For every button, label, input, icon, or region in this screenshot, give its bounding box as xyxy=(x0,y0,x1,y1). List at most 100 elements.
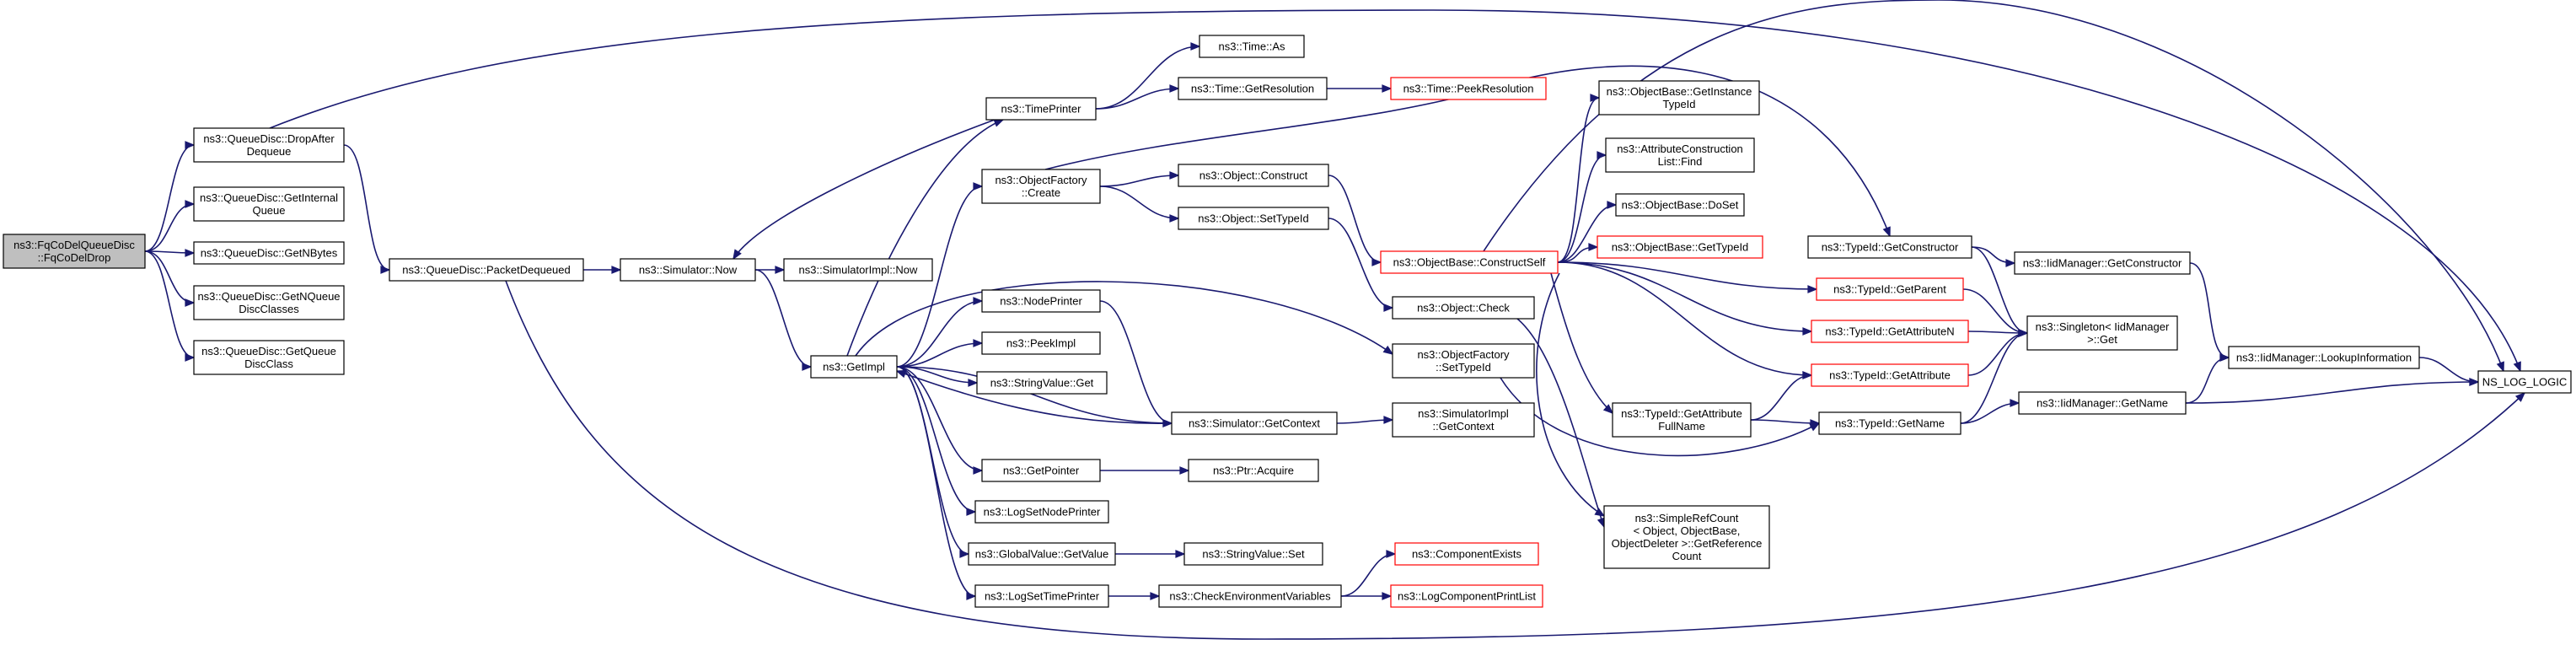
graph-node-typeidgetattrn[interactable]: ns3::TypeId::GetAttributeN xyxy=(1811,320,1969,343)
graph-node-label: ns3::GetImpl xyxy=(823,361,885,374)
graph-node-constructself[interactable]: ns3::ObjectBase::ConstructSelf xyxy=(1380,250,1559,274)
graph-node-objsettypeid[interactable]: ns3::Object::SetTypeId xyxy=(1178,207,1329,230)
call-edge-simgetcontext-to-getimpl xyxy=(895,369,1173,424)
graph-node-box xyxy=(981,289,1101,313)
graph-node-box xyxy=(1818,411,1962,435)
graph-node-timeas[interactable]: ns3::Time::As xyxy=(1199,35,1305,58)
graph-node-stringvalueget[interactable]: ns3::StringValue::Get xyxy=(976,371,1108,395)
graph-node-label: ns3::TypeId::GetConstructor xyxy=(1822,241,1959,254)
graph-node-stringvalueset[interactable]: ns3::StringValue::Set xyxy=(1183,542,1323,566)
graph-node-compexists[interactable]: ns3::ComponentExists xyxy=(1394,542,1539,566)
graph-node-label: NS_LOG_LOGIC xyxy=(2482,376,2567,389)
graph-node-label: Queue xyxy=(252,204,285,217)
graph-node-label: ns3::Time::PeekResolution xyxy=(1403,83,1534,95)
graph-node-simnow[interactable]: ns3::Simulator::Now xyxy=(620,258,756,282)
graph-node-label: ns3::Object::SetTypeId xyxy=(1198,212,1309,225)
graph-node-label: ns3::SimpleRefCount xyxy=(1635,512,1739,524)
graph-node-box xyxy=(981,331,1101,355)
call-edge-gvgetvalue-to-stringvalueset xyxy=(1115,550,1186,558)
graph-node-box xyxy=(1603,505,1770,569)
graph-node-box xyxy=(193,340,345,375)
graph-node-label: ns3::QueueDisc::PacketDequeued xyxy=(402,264,570,277)
graph-node-singletonget[interactable]: ns3::Singleton< IidManager>::Get xyxy=(2026,315,2178,351)
graph-node-simimplgetctx[interactable]: ns3::SimulatorImpl::GetContext xyxy=(1392,402,1535,438)
graph-node-box xyxy=(1199,35,1305,58)
graph-node-box xyxy=(1171,411,1338,435)
call-edge-ofcreate-to-objconstruct xyxy=(1099,171,1180,187)
graph-node-checkenv[interactable]: ns3::CheckEnvironmentVariables xyxy=(1158,584,1342,608)
graph-node-label: ns3::ObjectBase::GetTypeId xyxy=(1612,241,1749,254)
call-edge-constructself-to-objbasedoset xyxy=(1557,201,1618,263)
graph-node-box xyxy=(193,241,345,265)
call-edge-getimpl-to-logsetnodeprinter xyxy=(896,366,977,516)
graph-node-iidgetname[interactable]: ns3::IidManager::GetName xyxy=(2018,391,2187,415)
graph-node-iidlookup[interactable]: ns3::IidManager::LookupInformation xyxy=(2228,346,2420,369)
graph-node-box xyxy=(1390,584,1543,608)
graph-node-box xyxy=(1392,296,1535,320)
graph-node-label: ns3::LogSetNodePrinter xyxy=(984,506,1101,519)
graph-node-logcompprint[interactable]: ns3::LogComponentPrintList xyxy=(1390,584,1543,608)
graph-node-packetdequeued[interactable]: ns3::QueueDisc::PacketDequeued xyxy=(389,258,584,282)
graph-node-box xyxy=(1392,402,1535,438)
graph-node-typeidgetparent[interactable]: ns3::TypeId::GetParent xyxy=(1816,277,1964,301)
graph-node-label: ns3::QueueDisc::GetNBytes xyxy=(201,247,338,260)
graph-node-typeidgetattr[interactable]: ns3::TypeId::GetAttribute xyxy=(1811,363,1969,387)
graph-node-typeidgetconstructor[interactable]: ns3::TypeId::GetConstructor xyxy=(1807,235,1972,259)
graph-node-nodeprinter[interactable]: ns3::NodePrinter xyxy=(981,289,1101,313)
call-edge-typeidgetconstructor-to-iidgetconstructor xyxy=(1971,246,2016,267)
graph-node-timeprinter[interactable]: ns3::TimePrinter xyxy=(985,97,1097,121)
graph-node-box xyxy=(389,258,584,282)
call-edge-typeidgetparent-to-singletonget xyxy=(1962,288,2029,337)
graph-node-ofsettypeid[interactable]: ns3::ObjectFactory::SetTypeId xyxy=(1392,343,1535,379)
graph-node-nslog[interactable]: NS_LOG_LOGIC xyxy=(2477,370,2572,394)
call-edge-dropafter-to-packetdequeued xyxy=(343,144,391,274)
graph-node-box xyxy=(974,500,1109,524)
graph-node-label: ns3::IidManager::LookupInformation xyxy=(2236,352,2412,364)
graph-node-ptracquire[interactable]: ns3::Ptr::Acquire xyxy=(1188,459,1319,482)
graph-node-label: ns3::FqCoDelQueueDisc xyxy=(13,239,135,251)
graph-node-label: ns3::ObjectBase::ConstructSelf xyxy=(1393,256,1546,269)
graph-node-label: ns3::Ptr::Acquire xyxy=(1213,465,1294,477)
graph-node-typeidgetname[interactable]: ns3::TypeId::GetName xyxy=(1818,411,1962,435)
graph-node-box xyxy=(1811,320,1969,343)
graph-node-root[interactable]: ns3::FqCoDelQueueDisc::FqCoDelDrop xyxy=(3,234,146,269)
graph-node-timegetres[interactable]: ns3::Time::GetResolution xyxy=(1178,77,1328,100)
graph-node-iidgetconstructor[interactable]: ns3::IidManager::GetConstructor xyxy=(2014,251,2191,275)
graph-node-getpointer[interactable]: ns3::GetPointer xyxy=(981,459,1101,482)
graph-node-ofcreate[interactable]: ns3::ObjectFactory::Create xyxy=(981,169,1101,204)
graph-node-getimpl[interactable]: ns3::GetImpl xyxy=(810,355,898,379)
graph-node-objbasedoset[interactable]: ns3::ObjectBase::DoSet xyxy=(1615,193,1745,217)
graph-node-label: Count xyxy=(1672,550,1702,562)
call-edge-ofcreate-to-objsettypeid xyxy=(1099,185,1180,223)
graph-node-logsetnodeprinter[interactable]: ns3::LogSetNodePrinter xyxy=(974,500,1109,524)
call-edge-simnow-to-simimplnow xyxy=(754,266,786,274)
graph-node-simimplnow[interactable]: ns3::SimulatorImpl::Now xyxy=(783,258,933,282)
graph-node-getnbytes[interactable]: ns3::QueueDisc::GetNBytes xyxy=(193,241,345,265)
graph-node-label: ObjectDeleter >::GetReference xyxy=(1612,537,1763,550)
graph-node-simgetcontext[interactable]: ns3::Simulator::GetContext xyxy=(1171,411,1338,435)
graph-node-simplerefcount[interactable]: ns3::SimpleRefCount< Object, ObjectBase,… xyxy=(1603,505,1770,569)
graph-node-label: ns3::Object::Construct xyxy=(1199,169,1308,182)
graph-node-logsettimeprinter[interactable]: ns3::LogSetTimePrinter xyxy=(974,584,1109,608)
graph-node-gvgetvalue[interactable]: ns3::GlobalValue::GetValue xyxy=(968,542,1116,566)
graph-node-peekimpl[interactable]: ns3::PeekImpl xyxy=(981,331,1101,355)
call-edge-simgetcontext-to-simimplgetctx xyxy=(1336,416,1394,424)
graph-node-label: ns3::SimulatorImpl xyxy=(1418,407,1509,420)
graph-node-box xyxy=(1392,343,1535,379)
graph-node-label: ns3::ObjectBase::DoSet xyxy=(1622,199,1739,212)
graph-node-timepeekres[interactable]: ns3::Time::PeekResolution xyxy=(1390,77,1547,100)
graph-node-box xyxy=(1612,402,1752,438)
graph-node-box xyxy=(1188,459,1319,482)
graph-node-objbasegettypeid[interactable]: ns3::ObjectBase::GetTypeId xyxy=(1597,235,1763,259)
call-edge-constructself-to-simplerefcount xyxy=(1536,272,1606,517)
graph-node-label: DiscClass xyxy=(244,357,293,370)
graph-node-objcheck[interactable]: ns3::Object::Check xyxy=(1392,296,1535,320)
graph-node-objconstruct[interactable]: ns3::Object::Construct xyxy=(1178,164,1329,187)
